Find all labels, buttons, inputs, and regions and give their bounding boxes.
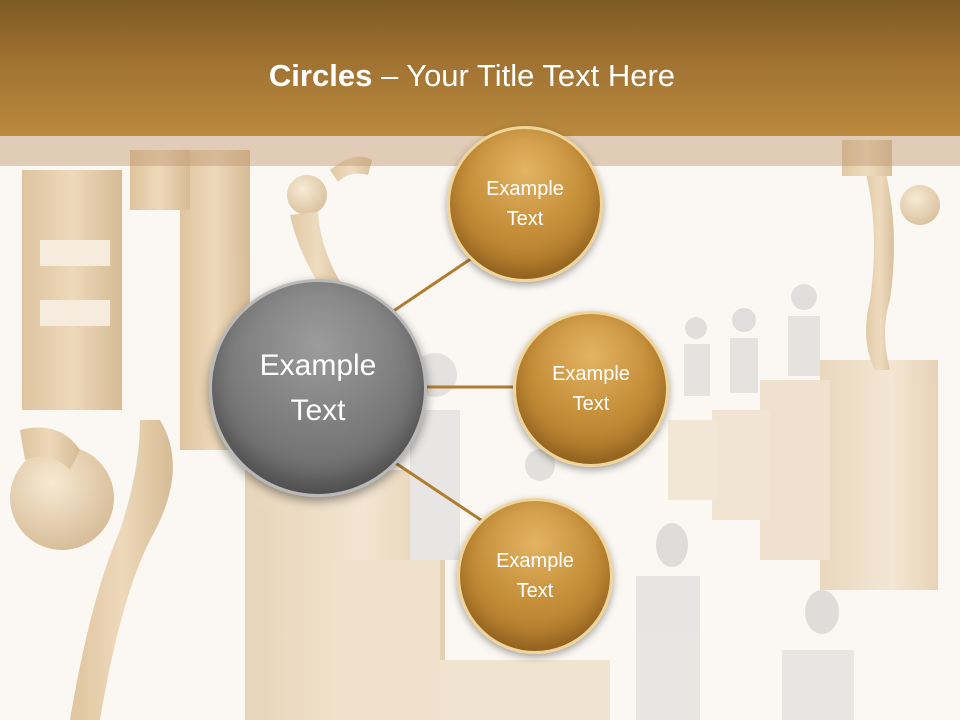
- satellite-circle-middle-label: Example Text: [552, 363, 630, 415]
- satellite-circle-bottom[interactable]: Example Text: [457, 498, 613, 654]
- center-circle-label: Example Text: [259, 349, 377, 427]
- hanging-figure-art: [287, 156, 372, 300]
- center-circle[interactable]: Example Text: [209, 279, 427, 497]
- header-bar: [0, 0, 960, 136]
- satellite-circle-top[interactable]: Example Text: [447, 126, 603, 282]
- right-steps-art: [668, 140, 940, 590]
- center-blocks-art: [245, 353, 610, 720]
- title-rest: – Your Title Text Here: [372, 58, 676, 93]
- slide-title: Circles – Your Title Text Here: [0, 54, 944, 98]
- satellite-circle-top-label: Example Text: [486, 178, 564, 230]
- connector-bottom: [393, 460, 485, 524]
- connector-top: [391, 252, 479, 314]
- left-tower-art: [10, 150, 250, 720]
- title-bold: Circles: [268, 58, 373, 93]
- bottom-figures-art: [525, 449, 854, 720]
- satellite-circle-bottom-label: Example Text: [496, 550, 574, 602]
- satellite-circle-middle[interactable]: Example Text: [513, 311, 669, 467]
